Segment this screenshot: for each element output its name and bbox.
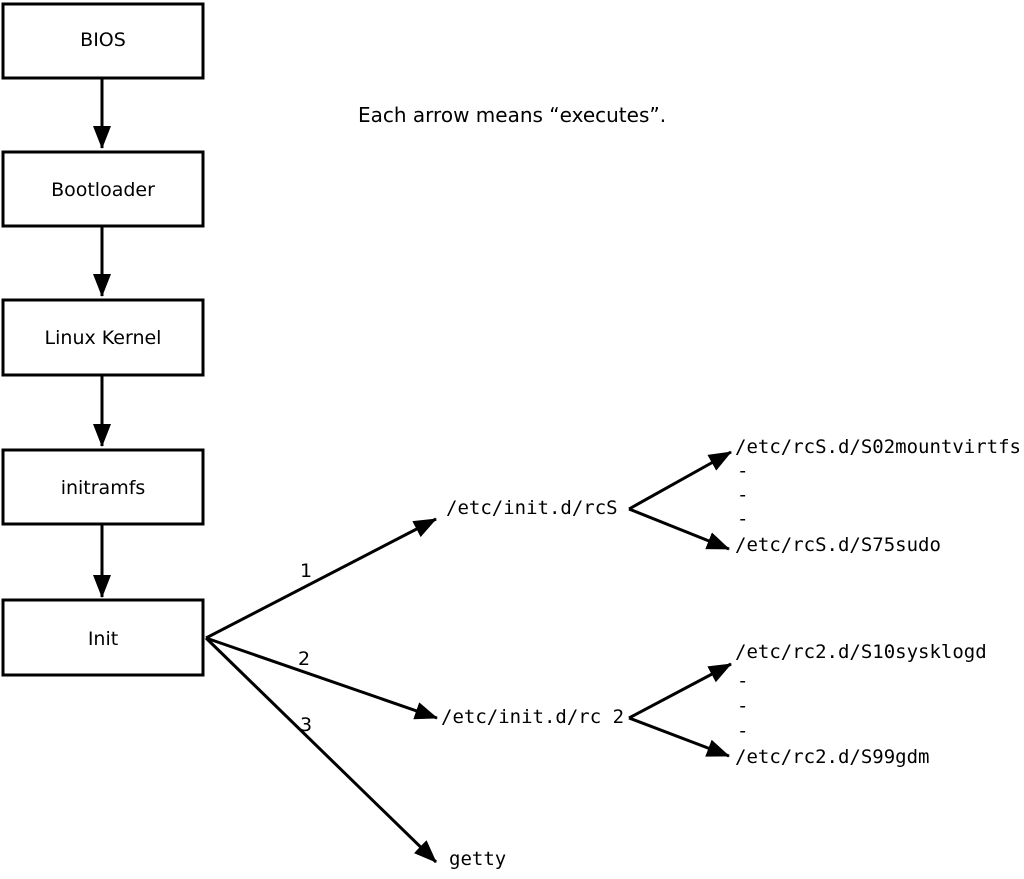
node-rc2-label: /etc/init.d/rc 2: [441, 706, 624, 728]
rc2-child-s99gdm: /etc/rc2.d/S99gdm: [735, 746, 929, 768]
branch-label-2: 2: [298, 648, 310, 670]
rc2-child-ellipsis-1: -: [737, 670, 748, 692]
box-bootloader: [1, 150, 205, 228]
node-rcs-label: /etc/init.d/rcS: [446, 497, 618, 519]
rcs-child-ellipsis-1: -: [737, 460, 748, 482]
arrow-init-to-rc2: [205, 636, 438, 720]
box-bootloader-label: Bootloader: [51, 179, 155, 201]
box-init: [1, 598, 205, 677]
rc2-child-s10sysklogd: /etc/rc2.d/S10sysklogd: [735, 641, 987, 663]
box-init-label: Init: [88, 628, 118, 650]
legend-note: Each arrow means “executes”.: [358, 103, 666, 127]
box-bios: [1, 2, 205, 80]
arrow-rcs-to-s75sudo: [628, 507, 730, 551]
box-linux-kernel-label: Linux Kernel: [45, 327, 162, 349]
arrow-init-to-getty: [204, 636, 438, 864]
box-initramfs-label: initramfs: [61, 477, 146, 499]
rc2-child-ellipsis-2: -: [737, 695, 748, 717]
arrow-rc2-to-s10sysklogd: [628, 662, 732, 720]
branch-label-3: 3: [300, 714, 312, 736]
branch-label-1: 1: [300, 560, 312, 582]
rcs-child-s75sudo: /etc/rcS.d/S75sudo: [735, 534, 941, 556]
rcs-child-ellipsis-2: -: [737, 484, 748, 506]
rcs-child-s02mountvirtfs: /etc/rcS.d/S02mountvirtfs: [735, 436, 1021, 458]
rc2-child-ellipsis-3: -: [737, 720, 748, 742]
box-bios-label: BIOS: [80, 29, 126, 51]
node-getty-label: getty: [449, 848, 506, 870]
arrow-rcs-to-s02mountvirtfs: [628, 450, 732, 511]
arrow-rc2-to-s99gdm: [628, 716, 730, 758]
rcs-child-ellipsis-3: -: [737, 508, 748, 530]
box-linux-kernel: [1, 298, 205, 377]
box-initramfs: [1, 448, 205, 526]
arrow-init-to-rcs: [205, 517, 437, 640]
